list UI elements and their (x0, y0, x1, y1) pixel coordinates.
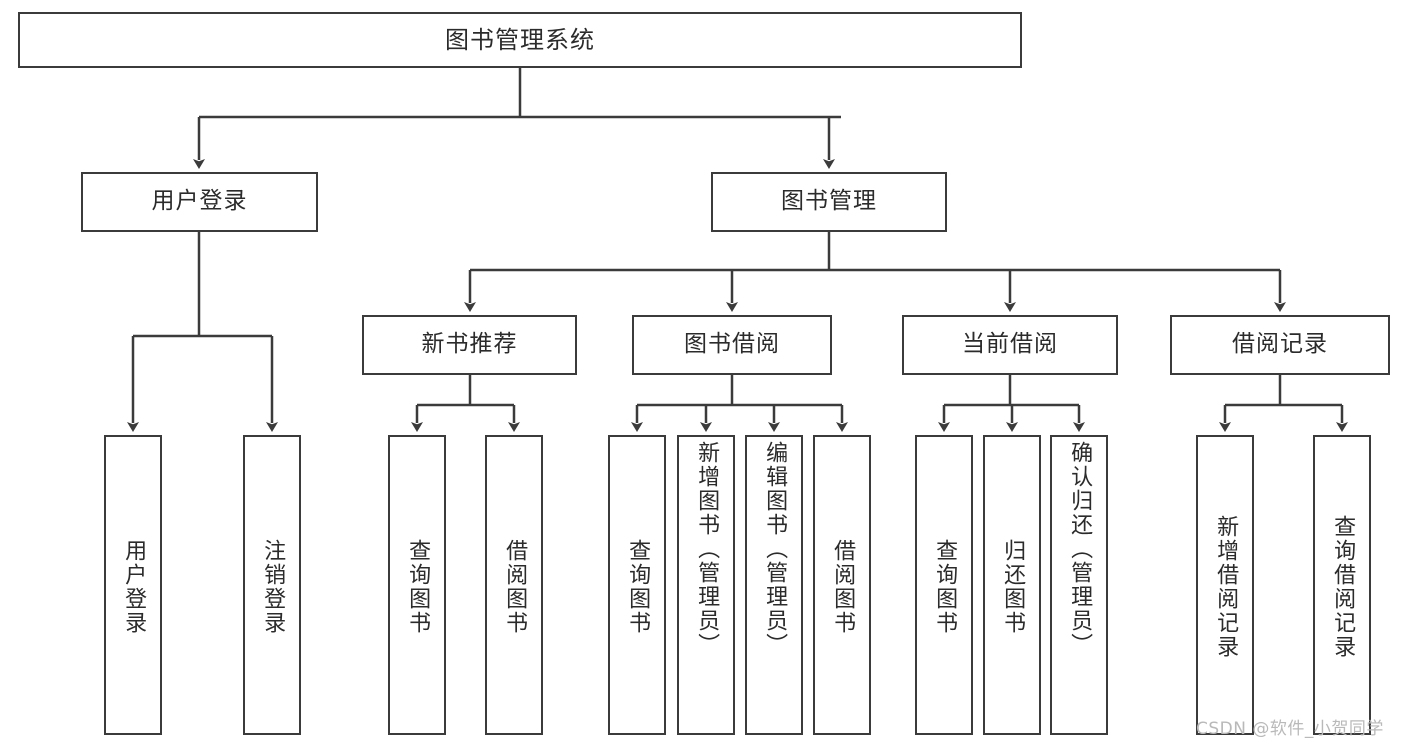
node-book-borrow[interactable]: 图书借阅 (632, 315, 832, 375)
node-leaf-add-book-label: 新增图书（管理员） (694, 441, 720, 657)
node-leaf-user-login-label: 用户登录 (121, 539, 147, 635)
node-new-book-recommend[interactable]: 新书推荐 (362, 315, 577, 375)
node-book-management-label: 图书管理 (781, 188, 877, 215)
node-leaf-query-book-current[interactable]: 查询图书 (915, 435, 973, 735)
node-leaf-add-borrow-record-label: 新增借阅记录 (1213, 515, 1239, 659)
node-leaf-user-login[interactable]: 用户登录 (104, 435, 162, 735)
node-borrow-record-label: 借阅记录 (1232, 331, 1328, 358)
node-book-borrow-label: 图书借阅 (684, 331, 780, 358)
node-leaf-query-book-new[interactable]: 查询图书 (388, 435, 446, 735)
node-new-book-recommend-label: 新书推荐 (421, 331, 518, 358)
node-leaf-add-borrow-record[interactable]: 新增借阅记录 (1196, 435, 1254, 735)
node-leaf-user-logout[interactable]: 注销登录 (243, 435, 301, 735)
node-leaf-borrow-book-label: 借阅图书 (830, 539, 856, 635)
node-root[interactable]: 图书管理系统 (18, 12, 1022, 68)
node-leaf-borrow-book[interactable]: 借阅图书 (813, 435, 871, 735)
csdn-watermark: CSDN @软件_小贺同学 (1196, 719, 1384, 739)
node-leaf-query-borrow-record[interactable]: 查询借阅记录 (1313, 435, 1371, 735)
node-leaf-query-book-new-label: 查询图书 (405, 539, 431, 635)
node-leaf-query-book-borrow-label: 查询图书 (625, 539, 651, 635)
node-leaf-edit-book[interactable]: 编辑图书（管理员） (745, 435, 803, 735)
node-leaf-borrow-book-new[interactable]: 借阅图书 (485, 435, 543, 735)
node-leaf-query-borrow-record-label: 查询借阅记录 (1330, 515, 1356, 659)
node-leaf-confirm-return-label: 确认归还（管理员） (1067, 441, 1093, 657)
node-current-borrow[interactable]: 当前借阅 (902, 315, 1118, 375)
node-leaf-user-logout-label: 注销登录 (260, 539, 286, 635)
node-leaf-borrow-book-new-label: 借阅图书 (502, 539, 528, 635)
node-leaf-query-book-borrow[interactable]: 查询图书 (608, 435, 666, 735)
node-root-label: 图书管理系统 (445, 25, 595, 54)
node-leaf-return-book[interactable]: 归还图书 (983, 435, 1041, 735)
node-leaf-edit-book-label: 编辑图书（管理员） (762, 441, 788, 657)
node-user-login[interactable]: 用户登录 (81, 172, 318, 232)
node-borrow-record[interactable]: 借阅记录 (1170, 315, 1390, 375)
node-leaf-return-book-label: 归还图书 (1000, 539, 1026, 635)
node-leaf-add-book[interactable]: 新增图书（管理员） (677, 435, 735, 735)
node-leaf-confirm-return[interactable]: 确认归还（管理员） (1050, 435, 1108, 735)
node-book-management[interactable]: 图书管理 (711, 172, 947, 232)
node-user-login-label: 用户登录 (151, 188, 248, 215)
node-current-borrow-label: 当前借阅 (962, 331, 1058, 358)
node-leaf-query-book-current-label: 查询图书 (932, 539, 958, 635)
